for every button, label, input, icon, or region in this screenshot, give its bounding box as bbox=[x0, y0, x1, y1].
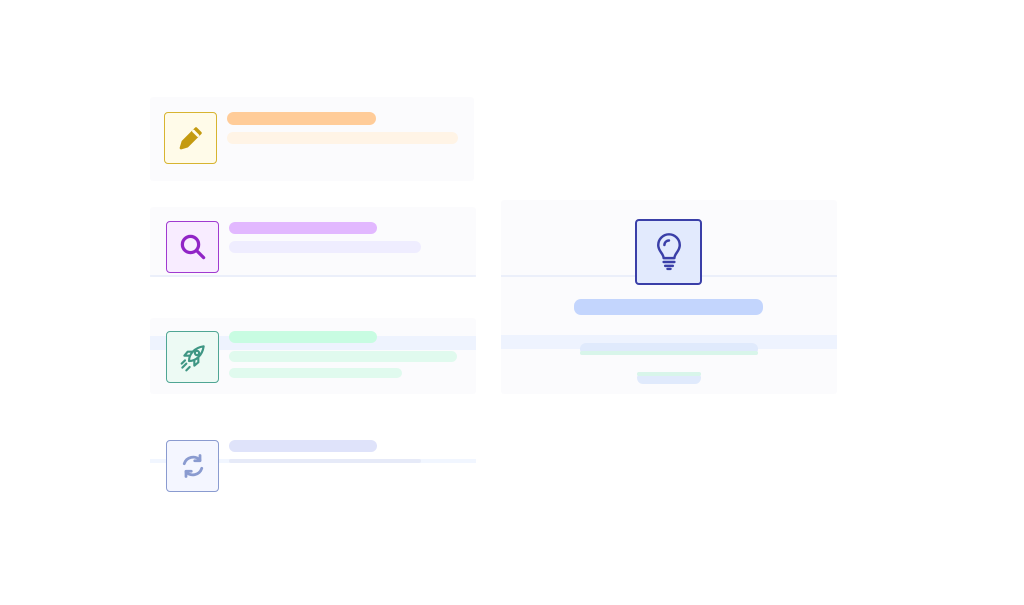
refresh-icon bbox=[182, 454, 203, 478]
pencil-icon bbox=[179, 127, 202, 150]
refresh-title-bar bbox=[229, 440, 377, 452]
search-card-separator bbox=[150, 275, 476, 277]
magnifier-icon bbox=[180, 234, 205, 260]
lightbulb-icon bbox=[656, 233, 681, 271]
idea-title-bar bbox=[574, 299, 763, 315]
rocket-icon bbox=[180, 345, 205, 372]
edit-subtitle-bar bbox=[227, 132, 458, 144]
refresh-subtitle-bar bbox=[229, 459, 421, 463]
edit-icon-box bbox=[164, 112, 217, 164]
idea-accent-bar-bottom bbox=[637, 372, 701, 376]
idea-accent-bar-top bbox=[580, 351, 758, 355]
search-icon-box bbox=[166, 221, 219, 273]
launch-subtitle-bar bbox=[229, 351, 457, 362]
launch-detail-bar bbox=[229, 368, 402, 378]
idea-icon-box bbox=[635, 219, 702, 285]
search-title-bar bbox=[229, 222, 377, 234]
launch-icon-box bbox=[166, 331, 219, 383]
launch-title-bar bbox=[229, 331, 377, 343]
search-subtitle-bar bbox=[229, 241, 421, 253]
edit-title-bar bbox=[227, 112, 376, 125]
refresh-icon-box bbox=[166, 440, 219, 492]
